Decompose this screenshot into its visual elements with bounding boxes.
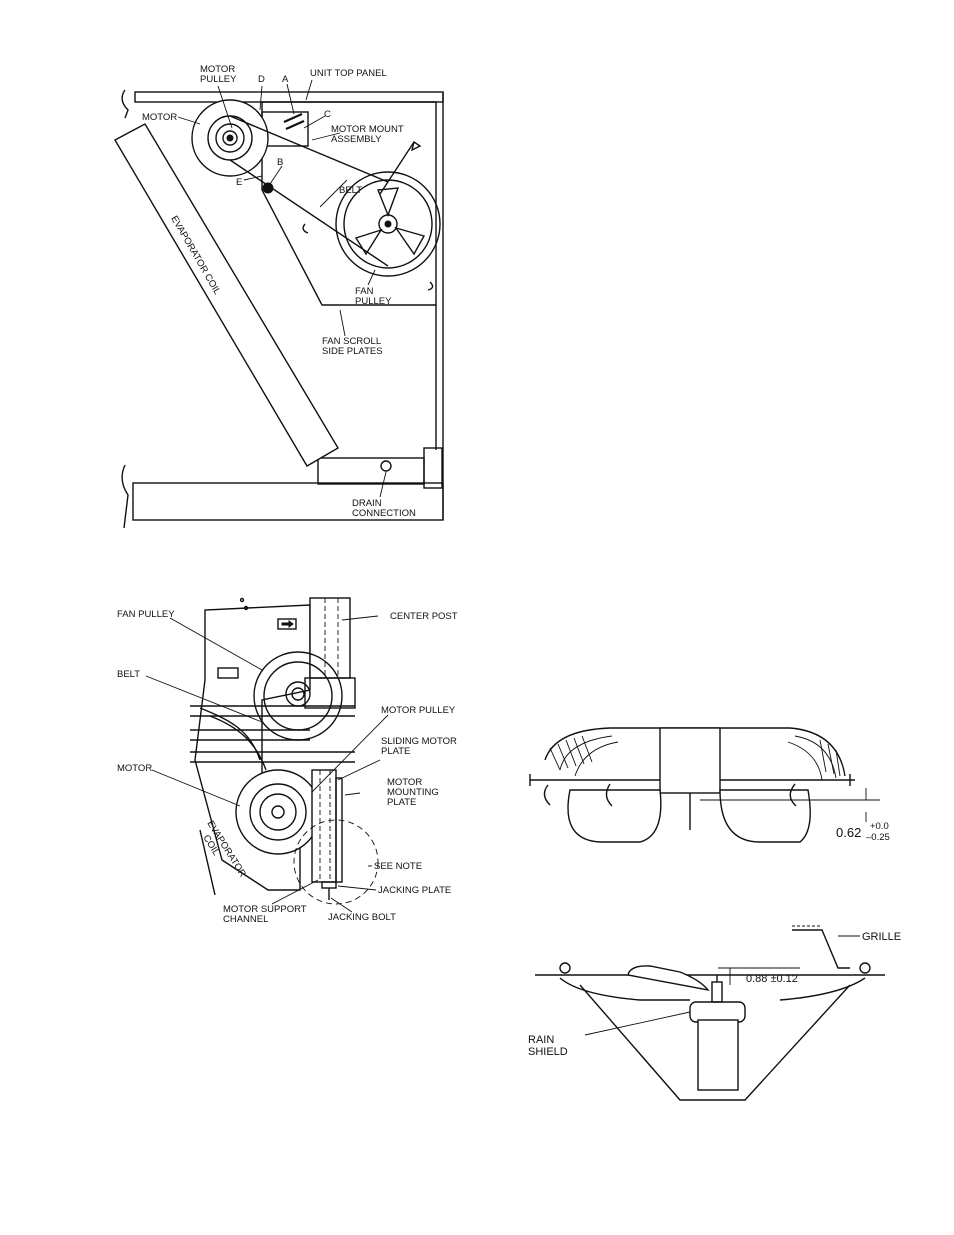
fan-pulley-wheel: [253, 651, 343, 741]
fan-pulley-outer: [335, 171, 441, 277]
drain-box: [317, 457, 425, 485]
label-point-b: B: [277, 157, 283, 168]
figure-3-fan-height: 0.62 +0.0 –0.25: [529, 727, 890, 843]
label-jacking-plate: JACKING PLATE: [378, 885, 451, 896]
leader-belt: [319, 179, 348, 208]
fan-motor-box: [659, 727, 721, 794]
drain-connection-port: [380, 460, 392, 472]
label-point-a: A: [282, 74, 289, 85]
label-point-e: E: [236, 177, 242, 188]
leader-fan-pulley: [367, 269, 376, 286]
fan-bolt-bottom: [427, 281, 434, 291]
support-cone: [579, 984, 851, 1101]
leader-sliding-plate: [337, 759, 381, 781]
leader-jacking-bolt: [330, 897, 353, 913]
leader-support-channel: [271, 879, 319, 905]
dim-062-value: 0.62: [836, 825, 861, 840]
label-unit-top-panel: UNIT TOP PANEL: [310, 68, 387, 79]
label-motor-pulley-2: MOTOR PULLEY: [381, 705, 456, 716]
label-point-d: D: [258, 74, 265, 85]
belt-upper-run: [229, 115, 389, 183]
belt-runs: [199, 707, 267, 771]
leader-motor-2: [151, 769, 241, 807]
label-jacking-bolt: JACKING BOLT: [328, 912, 396, 923]
leader-motor: [177, 116, 201, 125]
motor-mount-slots: [283, 112, 305, 131]
rail-lower: [190, 751, 355, 763]
center-post: [309, 597, 351, 679]
motor-mount-assembly-plate: [261, 111, 309, 147]
leader-mounting-plate: [344, 792, 361, 796]
grille-outline: [792, 929, 850, 969]
fan-scroll-side-plate: [261, 101, 437, 306]
pivot-b: [262, 182, 274, 194]
bottom-pan: [132, 482, 444, 521]
motor-pulley-wheel: [249, 783, 307, 841]
leader-motor-pulley-2: [311, 714, 389, 793]
fan-bolt-top: [410, 140, 422, 152]
support-upper: [559, 977, 866, 1001]
break-line-top: [121, 89, 129, 119]
dim-062-plus: +0.0: [870, 821, 889, 832]
motor-top-4: [689, 1001, 746, 1023]
dim-062-minus: –0.25: [866, 832, 890, 843]
evaporator-coil-shape: [114, 123, 339, 467]
figure-2-motor-support: FAN PULLEY CENTER POST BELT MOTOR PULLEY…: [117, 597, 458, 925]
leader-belt-2: [145, 675, 263, 723]
motor-support-channel-shape: [311, 769, 337, 883]
leader-rain-shield: [584, 1011, 691, 1036]
motor-body-4: [697, 1019, 739, 1091]
motor-body: [235, 769, 321, 855]
label-see-note: SEE NOTE: [374, 861, 422, 872]
label-center-post: CENTER POST: [390, 611, 458, 622]
arrow-label-plate: [277, 618, 297, 630]
motor-mounting-plate-shape: [335, 777, 343, 883]
fan-blade-right: [719, 789, 811, 843]
leader-jacking-plate: [337, 885, 377, 891]
label-motor-2: MOTOR: [117, 763, 152, 774]
leader-motor-pulley: [217, 85, 233, 129]
rain-shield-shape: [627, 965, 710, 992]
leader-center-post: [341, 615, 379, 621]
leader-drain: [379, 471, 387, 498]
dim-088-value: 0.88 ±0.12: [746, 973, 798, 985]
break-line-bottom: [121, 464, 129, 529]
label-motor: MOTOR: [142, 112, 177, 123]
label-grille: GRILLE: [862, 931, 901, 943]
fan-bolt-left: [302, 223, 309, 234]
leader-fan-scroll: [339, 309, 346, 337]
label-belt: BELT: [339, 185, 362, 196]
fan-blade-left: [567, 789, 662, 843]
leader-fan-pulley-2: [169, 617, 263, 671]
label-fan-pulley-2: FAN PULLEY: [117, 609, 175, 620]
fan-spokes: [354, 187, 426, 256]
label-point-c: C: [324, 109, 331, 120]
see-note-circle: [293, 819, 379, 905]
label-belt-2: BELT: [117, 669, 140, 680]
jacking-plate-shape: [321, 881, 337, 889]
